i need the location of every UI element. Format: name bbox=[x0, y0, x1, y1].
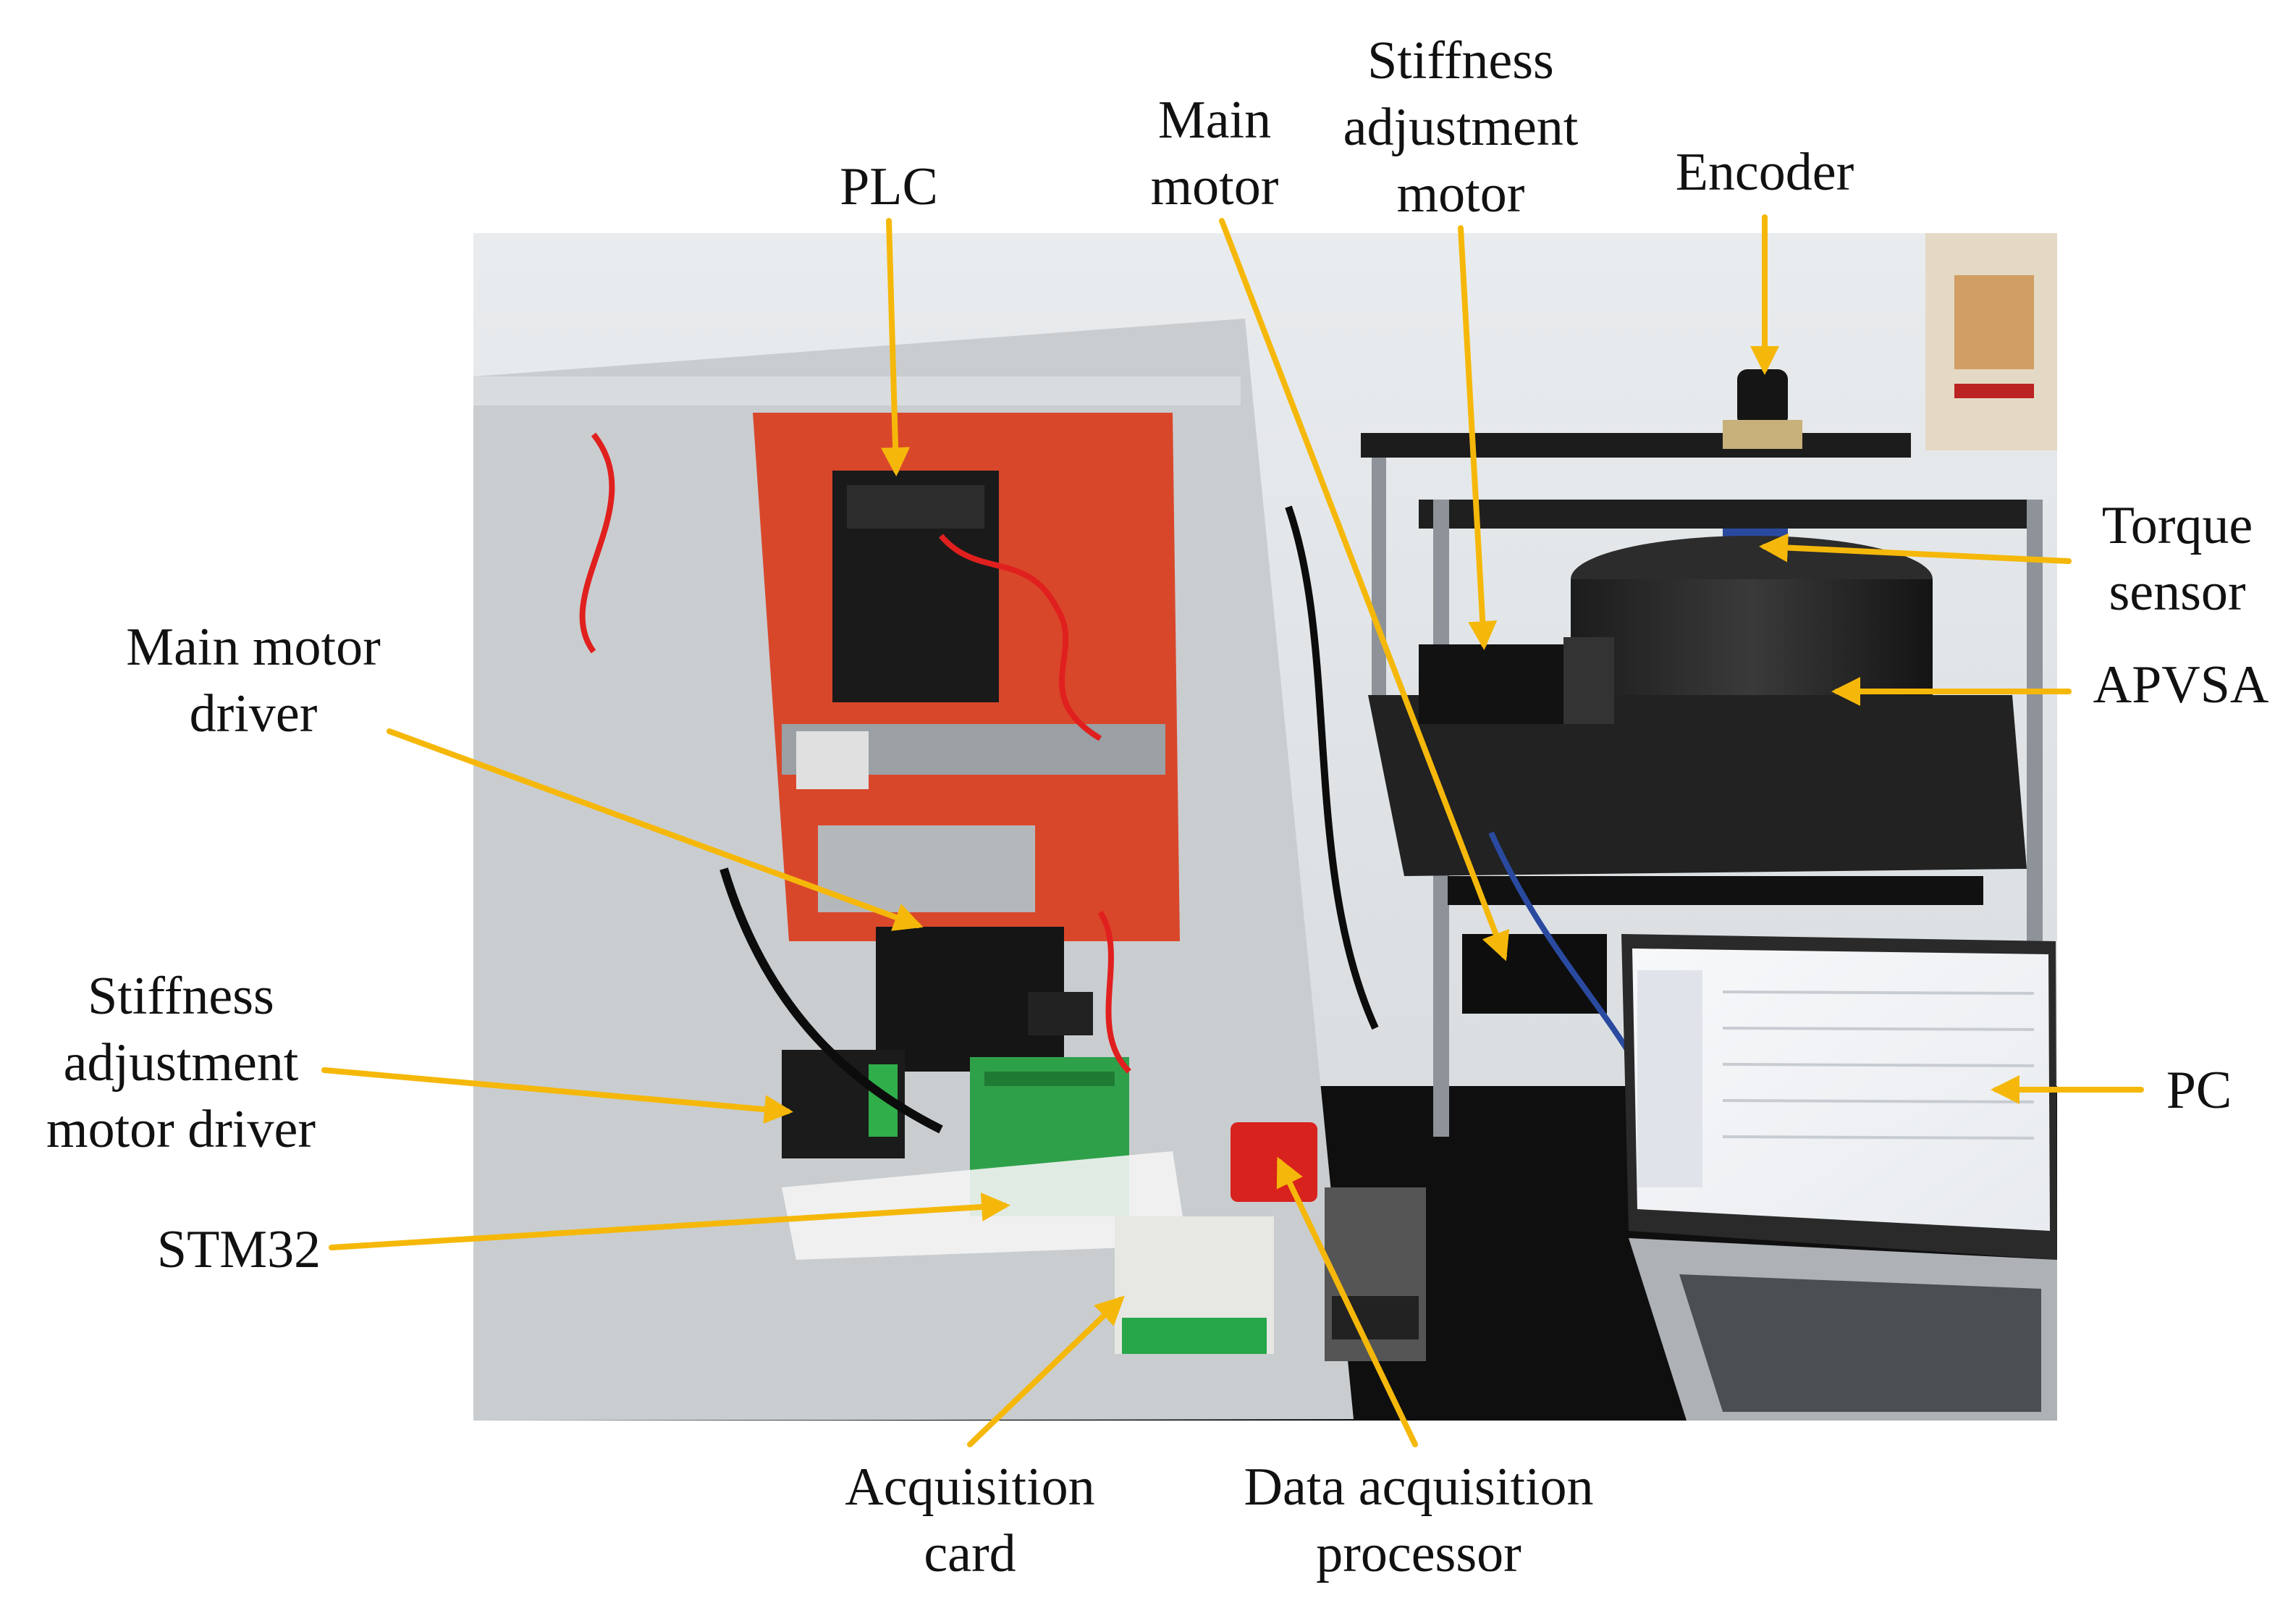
label-apvsa: APVSA bbox=[2093, 655, 2269, 715]
electrical-cabinet bbox=[473, 319, 1354, 1421]
label-stm32: STM32 bbox=[156, 1220, 321, 1279]
apvsa-rig bbox=[1285, 369, 2043, 1145]
bench-photo bbox=[473, 233, 2057, 1421]
label-stiffness-adjustment-motor-driver: Stiffness adjustment motor driver bbox=[46, 967, 316, 1159]
stiffness-driver-arrow bbox=[321, 1067, 793, 1124]
stiffness-motor-arrow bbox=[1458, 225, 1498, 650]
torque-sensor-arrow bbox=[1759, 533, 2072, 564]
label-pc: PC bbox=[2166, 1061, 2232, 1120]
laptop-pc bbox=[1621, 934, 2057, 1421]
acquisition-devices bbox=[1115, 1122, 1426, 1361]
daq-processor-arrow bbox=[1276, 1156, 1418, 1447]
label-encoder: Encoder bbox=[1675, 143, 1854, 202]
label-main-motor: Main motor bbox=[1150, 91, 1279, 216]
encoder-unit bbox=[1737, 369, 1788, 427]
label-main-motor-driver: Main motor driver bbox=[126, 618, 381, 744]
label-stiffness-adjustment-motor: Stiffness adjustment motor bbox=[1343, 31, 1579, 224]
stiffness-motor-unit bbox=[1419, 644, 1563, 724]
annotation-arrows bbox=[321, 214, 2144, 1447]
label-acquisition-card: Acquisition card bbox=[845, 1457, 1095, 1583]
label-torque-sensor: Torque sensor bbox=[2101, 496, 2253, 622]
acquisition-card-arrow bbox=[967, 1295, 1125, 1447]
daq-processor-unit bbox=[1231, 1122, 1317, 1202]
main-motor-arrow bbox=[1219, 218, 1510, 962]
laptop-screen bbox=[1632, 948, 2050, 1231]
label-plc: PLC bbox=[840, 157, 938, 216]
main-motor-driver-arrow bbox=[387, 728, 924, 931]
label-data-acquisition-processor: Data acquisition processor bbox=[1244, 1457, 1594, 1583]
stm32-arrow bbox=[329, 1192, 1010, 1250]
plc-arrow bbox=[881, 218, 911, 476]
main-motor-unit bbox=[1462, 934, 1607, 1014]
